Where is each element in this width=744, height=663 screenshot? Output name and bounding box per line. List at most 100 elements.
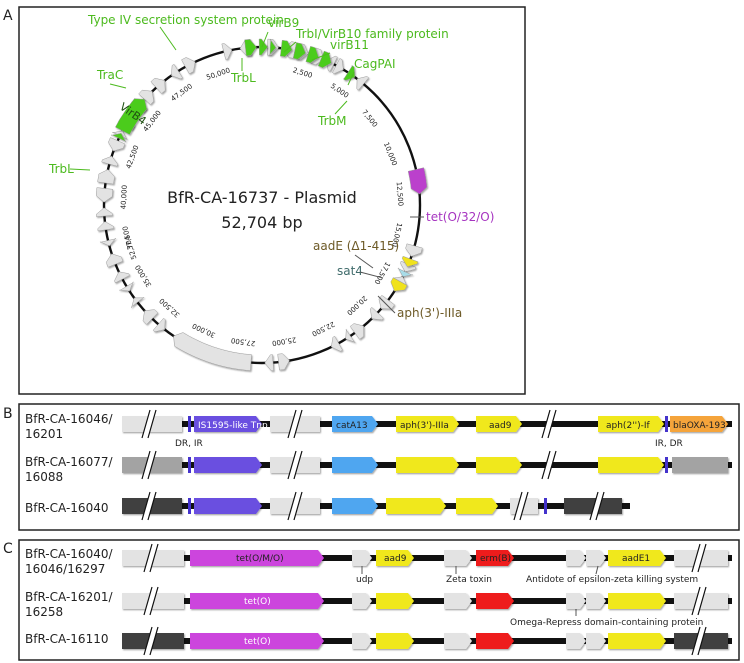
b-blaoxa-gene (670, 416, 728, 432)
label-sat4: sat4 (337, 264, 363, 278)
plasmid-gene-other-29 (97, 169, 115, 185)
c-row1-backbone (122, 555, 732, 561)
c-tet-gene-1 (190, 550, 324, 566)
label-virb11: virB11 (330, 38, 369, 52)
label-aade: aadE (Δ1-415) (313, 239, 399, 253)
label-cagpai: CagPAI (354, 57, 396, 71)
plasmid-gene-t4ss-0 (244, 39, 257, 57)
c-omega-label: Omega-Repress domain-containing protein (510, 618, 703, 628)
plasmid-gene-other-23 (114, 271, 130, 284)
plasmid-gene-other-25 (99, 237, 117, 247)
b-row1-genes (122, 416, 728, 432)
c-aad9-gene-1 (376, 550, 414, 566)
c-row2-backbone (122, 598, 732, 604)
c-row2-label-2: 16258 (25, 605, 63, 619)
b-blaoxa-label: blaOXA-193 (673, 421, 726, 431)
plasmid-gene-other-19 (152, 317, 166, 333)
b-row2-label-1: BfR-CA-16077/ (25, 455, 113, 469)
c-tet-label-1: tet(O/M/O) (236, 554, 284, 564)
plasmid-tick-label: 12,500 (395, 181, 405, 206)
plasmid-gene-other-38 (181, 57, 196, 75)
b-row3-genes (122, 498, 622, 514)
b-aph2-label: aph(2'')-If (606, 421, 651, 431)
label-tet: tet(O/32/O) (426, 210, 494, 224)
label-aph: aph(3')-IIIa (397, 306, 462, 320)
c-aad9-label: aad9 (384, 554, 407, 564)
plasmid-gene-sat4 (397, 267, 414, 277)
b-ir-dr-label: IR, DR (655, 439, 683, 449)
plasmid-gene-t4ss-9 (110, 133, 127, 143)
panel-a: A 2,5005,0007,50010,00012,50015,00017,50… (3, 6, 526, 395)
plasmid-gene-t4ss-6 (317, 50, 332, 69)
b-is1595-gene (194, 416, 262, 432)
plasmid-gene-other-27 (96, 207, 113, 217)
c-row1-label-1: BfR-CA-16040/ (25, 547, 113, 561)
c-row2-label-1: BfR-CA-16201/ (25, 590, 113, 604)
b-aad9-label: aad9 (489, 421, 512, 431)
c-aade1-label: aadE1 (622, 554, 650, 564)
b-break-3 (513, 409, 605, 521)
plasmid-gene-other-16 (277, 353, 290, 371)
panel-b: B BfR-CA-16046/ 16201 BfR-CA-16077/ 1608… (3, 403, 740, 531)
panel-b-letter: B (3, 406, 13, 422)
c-row1-genes (122, 550, 728, 566)
plasmid-gene-other-12 (370, 306, 384, 321)
plasmid-gene-other-28 (96, 187, 114, 203)
b-row2-genes (122, 457, 728, 473)
c-tet-label-2: tet(O) (244, 597, 271, 607)
b-cata13-gene (332, 416, 378, 432)
b-aad9-gene (476, 416, 522, 432)
plasmid-title: BfR-CA-16737 - Plasmid (167, 188, 357, 207)
plasmid-gene-t4ss-2 (268, 38, 277, 56)
c-udp-label: udp (356, 575, 373, 585)
plasmid-gene-other-39 (221, 43, 233, 60)
plasmid-gene-other-26 (97, 221, 115, 232)
plasmid-tick-label: 25,000 (271, 335, 296, 347)
plasmid-gene-aade (401, 255, 419, 267)
label-trac: TraC (96, 68, 123, 82)
b-row3-label-1: BfR-CA-16040 (25, 501, 108, 515)
plasmid-gene-t4ss-8 (115, 98, 148, 135)
plasmid-gene-other-17 (264, 354, 274, 371)
plasmid-gene-other-36 (150, 77, 166, 94)
label-trbi: TrbI/VirB10 family protein (295, 27, 449, 41)
c-antidote-label: Antidote of epsilon-zeta killing system (526, 575, 698, 585)
panel-c: C BfR-CA-16040/ 16046/16297 BfR-CA-16201… (3, 539, 740, 661)
label-trbm: TrbM (317, 114, 346, 128)
plasmid-gene-other-30 (101, 155, 118, 167)
c-aade1-gene-1 (608, 550, 666, 566)
plasmid-gene-other-35 (138, 89, 154, 105)
plasmid-gene-other-14 (345, 328, 356, 343)
b-is1595-label: IS1595-like Tnp (198, 421, 268, 431)
b-row1-label-2: 16201 (25, 427, 63, 441)
b-row2-label-2: 16088 (25, 470, 63, 484)
plasmid-gene-t4ss-4 (292, 42, 306, 60)
plasmid-gene-other-22 (118, 281, 134, 292)
b-break-1 (141, 409, 157, 521)
b-aph3-label: aph(3')-IIIa (400, 421, 449, 431)
c-row3-label-1: BfR-CA-16110 (25, 632, 108, 646)
c-ermb-gene-1 (476, 550, 514, 566)
plasmid-gene-other-13 (349, 323, 364, 340)
plasmid-gene-other-20 (142, 309, 159, 325)
b-cata13-label: catA13 (336, 421, 368, 431)
label-trbl-top: TrbL (230, 71, 256, 85)
panel-c-letter: C (3, 541, 13, 557)
c-tet-label-3: tet(O) (244, 637, 271, 647)
plasmid-gene-aph (390, 277, 408, 292)
c-row1-label-2: 16046/16297 (25, 562, 105, 576)
plasmid-gene-other-11 (378, 294, 395, 310)
plasmid-tick-label: 27,500 (231, 336, 256, 347)
plasmid-gene-other-5 (332, 58, 344, 74)
plasmid-gene-other-7 (356, 76, 370, 91)
c-row3-backbone (122, 638, 732, 644)
plasmid-gene-t4ss-3 (280, 39, 293, 58)
label-type4ss: Type IV secretion system protein (87, 13, 284, 27)
plasmid-gene-other-21 (130, 296, 145, 309)
plasmid-gene-other-8 (405, 243, 423, 257)
c-zeta-label: Zeta toxin (446, 575, 492, 585)
plasmid-gene-t4ss-1 (258, 38, 268, 56)
plasmid-gene-other-18 (173, 332, 252, 371)
plasmid-gene-other-31 (108, 137, 126, 152)
